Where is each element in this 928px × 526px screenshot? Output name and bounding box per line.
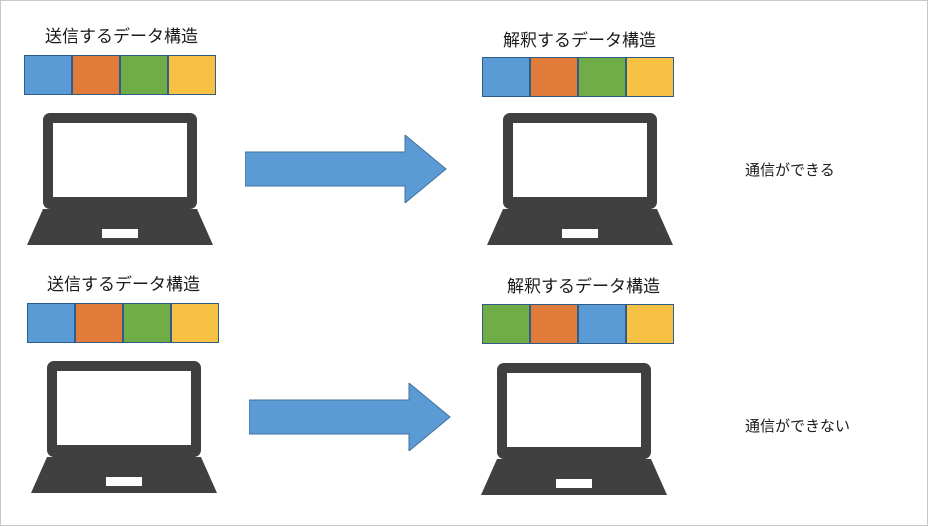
row2-sender-laptop-icon	[31, 361, 217, 493]
data-block-yellow	[626, 304, 674, 344]
data-block-orange	[530, 304, 578, 344]
row1-receiver-label: 解釈するデータ構造	[503, 31, 656, 51]
data-block-green	[120, 55, 168, 95]
row2-receiver-laptop-icon	[481, 363, 667, 495]
row2-receiver-label: 解釈するデータ構造	[507, 277, 660, 297]
data-block-green	[482, 304, 530, 344]
data-block-green	[123, 303, 171, 343]
data-block-blue	[27, 303, 75, 343]
row1-receiver-laptop-icon	[487, 113, 673, 245]
row2-sender-label: 送信するデータ構造	[47, 275, 200, 295]
row1-sender-laptop-icon	[27, 113, 213, 245]
row2-result-text: 通信ができない	[745, 417, 851, 435]
data-block-orange	[75, 303, 123, 343]
row1-arrow-icon	[245, 135, 447, 203]
data-block-blue	[482, 57, 530, 97]
data-block-yellow	[171, 303, 219, 343]
data-block-orange	[72, 55, 120, 95]
data-block-yellow	[168, 55, 216, 95]
data-block-orange	[530, 57, 578, 97]
data-block-green	[578, 57, 626, 97]
row2-sender-strip	[27, 303, 219, 343]
row2-receiver-strip	[482, 304, 674, 344]
data-block-yellow	[626, 57, 674, 97]
row1-sender-strip	[24, 55, 216, 95]
data-block-blue	[578, 304, 626, 344]
row1-sender-label: 送信するデータ構造	[45, 27, 198, 47]
data-block-blue	[24, 55, 72, 95]
row2-arrow-icon	[249, 383, 451, 451]
row1-result-text: 通信ができる	[745, 161, 835, 179]
row1-receiver-strip	[482, 57, 674, 97]
